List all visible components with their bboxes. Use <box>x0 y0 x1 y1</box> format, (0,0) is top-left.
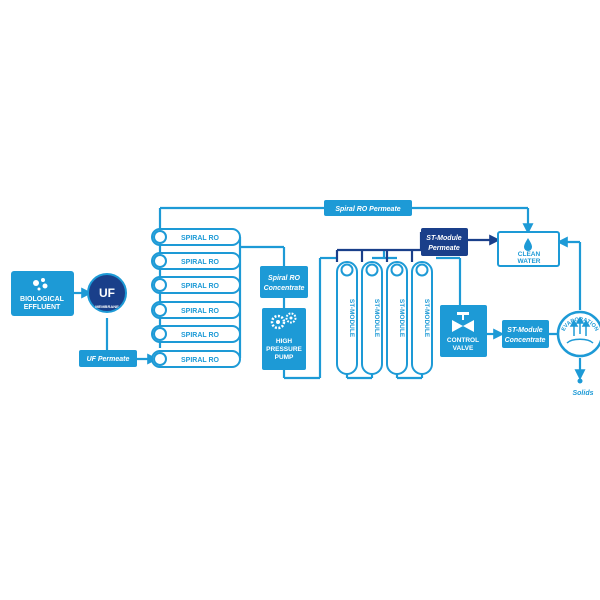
spiral-ro-unit: SPIRAL RO <box>151 325 241 343</box>
spiral-ro-unit: SPIRAL RO <box>151 252 241 270</box>
clean-water-label-2: WATER <box>518 258 541 265</box>
uf-membrane-label: MEMBRANE <box>95 304 119 309</box>
uf-membrane: UF MEMBRANE <box>87 273 127 313</box>
arrows-up-icon <box>569 316 591 336</box>
spiral-ro-bank: SPIRAL RO SPIRAL RO SPIRAL RO SPIRAL RO … <box>151 228 241 368</box>
control-valve-label-2: VALVE <box>453 345 474 352</box>
spiral-ro-concentrate-box: Spiral RO Concentrate <box>260 266 308 298</box>
spiral-ro-unit: SPIRAL RO <box>151 276 241 294</box>
st-module-concentrate-box: ST-Module Concentrate <box>502 320 549 348</box>
bubbles-icon <box>33 278 48 291</box>
spiral-ro-unit: SPIRAL RO <box>151 350 241 368</box>
st-module-unit: ST-MODULE <box>361 261 383 375</box>
pipes <box>74 206 586 381</box>
clean-water-label-1: CLEAN <box>518 251 541 258</box>
st-module-label: ST-MODULE <box>423 299 430 338</box>
st-module-permeate-label-2: Permeate <box>428 245 460 252</box>
spiral-ro-label: SPIRAL RO <box>181 357 220 364</box>
spiral-ro-unit: SPIRAL RO <box>151 228 241 246</box>
biological-effluent-box: BIOLOGICAL EFFLUENT <box>11 271 74 316</box>
st-permeate-pipes <box>335 232 501 262</box>
st-module-label: ST-MODULE <box>398 299 405 338</box>
high-pressure-pump-label-2: PRESSURE <box>266 346 302 353</box>
solids-label: Solids <box>572 390 593 397</box>
control-valve-label-1: CONTROL <box>447 337 479 344</box>
uf-permeate-box: UF Permeate <box>79 350 137 367</box>
st-module-concentrate-label-2: Concentrate <box>505 337 546 344</box>
biological-effluent-label-2: EFFLUENT <box>24 304 61 311</box>
uf-label: UF <box>99 286 115 300</box>
st-module-bank: ST-MODULE ST-MODULE ST-MODULE ST-MODULE <box>336 261 433 375</box>
st-module-label: ST-MODULE <box>348 299 355 338</box>
st-module-concentrate-label-1: ST-Module <box>507 327 542 334</box>
droplet-icon <box>524 238 532 251</box>
spiral-ro-label: SPIRAL RO <box>181 283 220 290</box>
st-module-label: ST-MODULE <box>373 299 380 338</box>
st-module-unit: ST-MODULE <box>336 261 358 375</box>
biological-effluent-label-1: BIOLOGICAL <box>20 296 65 303</box>
high-pressure-pump-label-3: PUMP <box>275 354 294 361</box>
spiral-ro-concentrate-label-1: Spiral RO <box>268 275 300 282</box>
clean-water-box: CLEAN WATER <box>497 231 560 267</box>
evaporation-unit: EVAPORATION <box>556 310 600 358</box>
control-valve-box: CONTROL VALVE <box>440 305 487 357</box>
high-pressure-pump-label-1: HIGH <box>276 338 293 345</box>
st-module-permeate-box: ST-Module Permeate <box>421 228 468 256</box>
spiral-ro-unit: SPIRAL RO <box>151 301 241 319</box>
st-module-unit: ST-MODULE <box>411 261 433 375</box>
gears-icon <box>270 312 297 330</box>
spiral-ro-concentrate-label-2: Concentrate <box>264 285 305 292</box>
st-module-unit: ST-MODULE <box>386 261 408 375</box>
st-module-permeate-label-1: ST-Module <box>426 235 461 242</box>
high-pressure-pump-box: HIGH PRESSURE PUMP <box>262 308 306 370</box>
spiral-ro-permeate-box: Spiral RO Permeate <box>324 200 412 216</box>
spiral-ro-permeate-label: Spiral RO Permeate <box>335 206 400 213</box>
spiral-ro-label: SPIRAL RO <box>181 332 220 339</box>
spiral-ro-label: SPIRAL RO <box>181 259 220 266</box>
spiral-ro-label: SPIRAL RO <box>181 235 220 242</box>
valve-icon <box>452 312 474 332</box>
spiral-ro-label: SPIRAL RO <box>181 308 220 315</box>
uf-permeate-label: UF Permeate <box>87 356 130 363</box>
solids-output: Solids <box>572 378 594 397</box>
